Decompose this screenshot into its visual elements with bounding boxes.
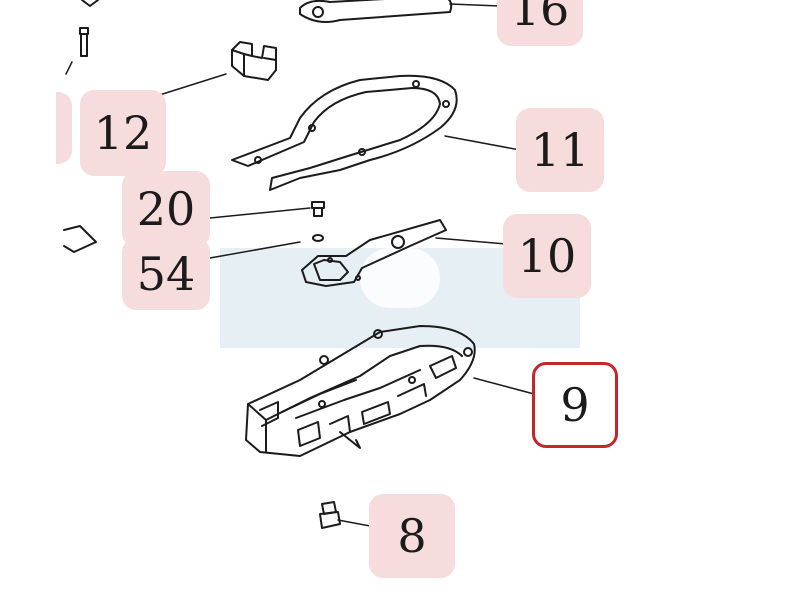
part-12-bracket bbox=[149, 41, 277, 99]
part-10-plate bbox=[301, 219, 507, 287]
callout-12: 12 bbox=[80, 90, 166, 176]
callout-partial-left bbox=[56, 92, 72, 164]
part-20-screw bbox=[209, 201, 325, 219]
callout-10: 10 bbox=[503, 214, 591, 298]
callout-11: 11 bbox=[516, 108, 604, 192]
callout-12-label: 12 bbox=[93, 106, 153, 160]
callout-20-label: 20 bbox=[136, 182, 196, 236]
part-block-top-left bbox=[81, 0, 99, 7]
callout-16: 16 bbox=[497, 0, 583, 46]
part-plate-left bbox=[63, 225, 97, 253]
callout-10-label: 10 bbox=[517, 229, 577, 283]
callout-11-label: 11 bbox=[530, 123, 590, 177]
callout-8: 8 bbox=[369, 494, 455, 578]
callout-54: 54 bbox=[122, 238, 210, 310]
part-54-washer bbox=[209, 234, 324, 259]
callout-9-label: 9 bbox=[560, 378, 590, 432]
callout-9-highlighted[interactable]: 9 bbox=[532, 362, 618, 448]
part-9-housing bbox=[245, 325, 535, 457]
callout-20: 20 bbox=[122, 171, 210, 247]
part-16 bbox=[299, 0, 501, 23]
callout-54-label: 54 bbox=[136, 247, 196, 301]
callout-8-label: 8 bbox=[397, 509, 427, 563]
watermark-cut bbox=[360, 248, 440, 308]
part-11-gasket bbox=[231, 74, 521, 191]
callout-16-label: 16 bbox=[510, 0, 570, 36]
part-screw-left bbox=[65, 27, 89, 75]
